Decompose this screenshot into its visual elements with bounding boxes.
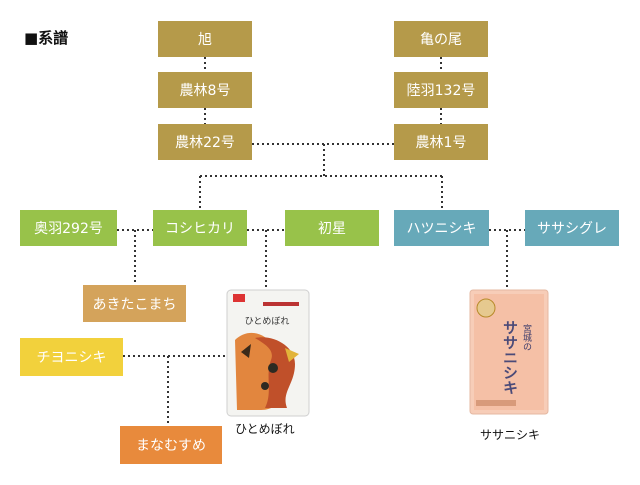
node-norin8: 農林8号 bbox=[158, 72, 252, 108]
section-title: ■系譜 bbox=[24, 29, 69, 47]
hitomebore-caption: ひとめぼれ bbox=[235, 422, 295, 436]
node-hatsuboshi: 初星 bbox=[285, 210, 379, 246]
node-akitakomachi: あきたこまち bbox=[83, 285, 186, 322]
sasanishiki-caption: ササニシキ bbox=[480, 428, 541, 442]
node-norin1: 農林1号 bbox=[394, 124, 488, 160]
node-koshihikari: コシヒカリ bbox=[153, 210, 247, 246]
sasanishiki-bag-label: ササニシキ bbox=[501, 320, 519, 395]
sasanishiki-bag-image: 宮城の ササニシキ bbox=[469, 289, 549, 415]
node-rikuu132: 陸羽132号 bbox=[394, 72, 488, 108]
node-chiyonishiki: チヨニシキ bbox=[20, 338, 123, 376]
node-asahi: 旭 bbox=[158, 21, 252, 57]
node-hatsunishiki: ハツニシキ bbox=[394, 210, 489, 246]
sasanishiki-bag-pref: 宮城の bbox=[521, 323, 532, 351]
node-norin22: 農林22号 bbox=[158, 124, 252, 160]
node-sasashigure: ササシグレ bbox=[525, 210, 619, 246]
hitomebore-bag-label: ひとめぼれ bbox=[245, 316, 290, 327]
node-manamusume: まなむすめ bbox=[120, 426, 222, 464]
node-kamenoo: 亀の尾 bbox=[394, 21, 488, 57]
node-ou292: 奥羽292号 bbox=[20, 210, 117, 246]
hitomebore-bag-image: ひとめぼれ bbox=[226, 289, 310, 417]
